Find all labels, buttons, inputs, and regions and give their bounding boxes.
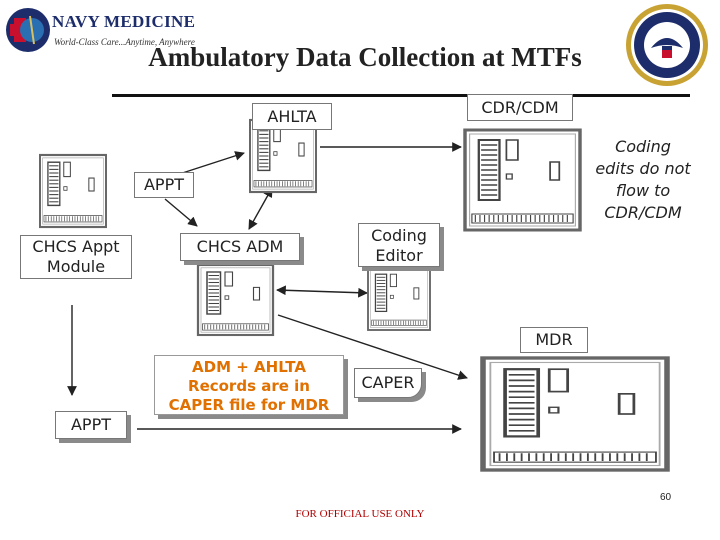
arrow-appt-to-chcs-adm — [164, 198, 198, 227]
computer-icon — [463, 128, 582, 232]
mdr-label: MDR — [520, 327, 588, 353]
computer-icon — [367, 267, 431, 331]
navy-department-seal-icon — [626, 4, 708, 86]
classification-footer: FOR OFFICIAL USE ONLY — [295, 508, 425, 520]
appt-bottom-label: APPT — [55, 411, 127, 439]
arrow-adm-coding-editor — [276, 285, 368, 298]
logo-title: NAVY MEDICINE — [52, 12, 196, 31]
coding-editor-label: Coding Editor — [358, 223, 440, 267]
ahlta-label: AHLTA — [252, 103, 332, 130]
chcs-appt-module-label: CHCS Appt Module — [20, 235, 132, 279]
logo-tagline: World-Class Care...Anytime, Anywhere — [54, 37, 195, 47]
arrow-ahlta-chcs-adm — [248, 187, 273, 230]
coding-edits-note: Coding edits do not flow to CDR/CDM — [595, 137, 691, 222]
chcs-adm-label: CHCS ADM — [180, 233, 300, 261]
navy-medicine-emblem-icon — [6, 8, 50, 52]
computer-icon — [248, 118, 318, 194]
appt-top-label: APPT — [134, 172, 194, 198]
arrow-to-mdr — [277, 314, 468, 380]
title-rule — [112, 94, 690, 97]
adm-ahlta-caper-note: ADM + AHLTA Records are in CAPER file fo… — [154, 355, 344, 415]
computer-icon — [196, 263, 275, 337]
computer-icon — [38, 153, 108, 229]
page-number: 60 — [660, 492, 672, 503]
cdr-cdm-label: CDR/CDM — [467, 94, 573, 121]
page-title: Ambulatory Data Collection at MTFs — [148, 42, 582, 72]
caper-label: CAPER — [354, 368, 422, 398]
computer-icon — [483, 358, 667, 470]
navy-medicine-logo: NAVY MEDICINE World-Class Care...Anytime… — [2, 4, 195, 56]
